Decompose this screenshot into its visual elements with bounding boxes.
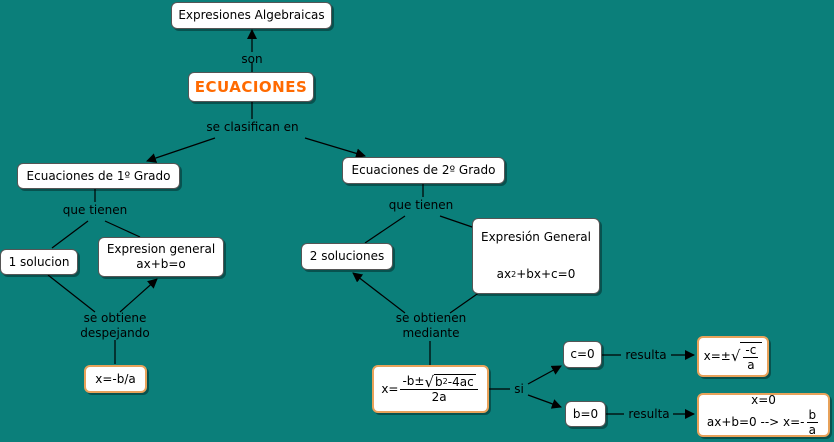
node-label: x=-b/a xyxy=(95,371,136,386)
node-2-soluciones: 2 soluciones xyxy=(301,243,393,270)
node-label: 2 soluciones xyxy=(309,249,385,263)
link-label-se-clasifican-en: se clasifican en xyxy=(195,120,310,135)
arrow-to-c0 xyxy=(527,365,562,385)
node-label: Ecuaciones de 2º Grado xyxy=(351,163,496,177)
formula-part: +bx+c=0 xyxy=(516,267,576,281)
link-label-que-tienen-1: que tienen xyxy=(55,203,135,218)
node-label-line2: ax2+bx+c=0 xyxy=(497,267,576,282)
node-label: c=0 xyxy=(570,347,595,361)
formula-fraction: -b±√b2-4ac 2a xyxy=(400,372,478,404)
link-label-que-tienen-2: que tienen xyxy=(381,198,461,213)
node-ecuaciones: ECUACIONES xyxy=(188,72,314,102)
formula-numerator: -b±√b2-4ac xyxy=(400,372,478,391)
node-expresion-general-1: Expresion general ax+b=o xyxy=(98,237,224,277)
link-text-line1: se obtienen xyxy=(395,311,467,325)
node-label-line1: Expresion general xyxy=(106,242,216,256)
link-label-se-obtiene-despejando: se obtiene despejando xyxy=(70,311,160,341)
formula-exponent: 2 xyxy=(511,270,517,279)
formula-denominator: 2a xyxy=(431,390,447,404)
node-ecuaciones-2-grado: Ecuaciones de 2º Grado xyxy=(342,157,505,184)
link-label-se-obtienen-mediante: se obtienen mediante xyxy=(383,311,479,341)
node-label: Expresiones Algebraicas xyxy=(178,8,325,22)
node-1-solucion: 1 solucion xyxy=(0,249,78,275)
node-ecuaciones-1-grado: Ecuaciones de 1º Grado xyxy=(17,163,180,189)
link-label-resulta-1: resulta xyxy=(620,348,672,363)
formula-prefix: x= xyxy=(381,381,399,396)
link-text: se clasifican en xyxy=(206,120,299,134)
node-b-equals-0: b=0 xyxy=(565,401,606,427)
link-text-line2: mediante xyxy=(402,326,460,340)
arrow-to-exp-general1 xyxy=(119,278,158,313)
node-expresiones-algebraicas: Expresiones Algebraicas xyxy=(171,2,332,29)
link-text: resulta xyxy=(628,407,670,421)
node-label: ECUACIONES xyxy=(194,77,308,96)
link-text-line1: se obtiene xyxy=(83,311,147,325)
node-label: Ecuaciones de 1º Grado xyxy=(26,168,171,183)
link-text: si xyxy=(514,382,524,396)
link-label-resulta-2: resulta xyxy=(623,407,675,422)
link-text: son xyxy=(241,52,263,66)
formula-part: ax xyxy=(496,267,512,281)
formula-numerator: -c xyxy=(743,342,759,358)
arrow-to-b0 xyxy=(527,394,562,409)
link-text: que tienen xyxy=(62,203,128,217)
node-x-equals-minus-b-over-a: x=-b/a xyxy=(84,365,147,393)
link-text: resulta xyxy=(625,348,667,362)
link-text-line2: despejando xyxy=(80,326,150,340)
link-text: que tienen xyxy=(388,198,454,212)
sqrt-symbol: √b2-4ac xyxy=(424,372,476,391)
formula-part: -b± xyxy=(402,374,425,388)
node-label: b=0 xyxy=(572,406,599,421)
formula-exponent: 2 xyxy=(442,377,448,386)
node-label-line2: ax+b=o xyxy=(136,257,186,271)
arrow-to-grado2 xyxy=(304,137,366,159)
node-label: 1 solucion xyxy=(8,254,70,269)
arrow-to-grado1 xyxy=(146,137,216,163)
node-c-equals-0: c=0 xyxy=(563,341,602,368)
node-expresion-general-2: Expresión General ax2+bx+c=0 xyxy=(472,218,600,294)
formula-denominator: a xyxy=(808,423,816,437)
formula-denominator: a xyxy=(747,357,755,372)
formula-part: b xyxy=(435,375,443,389)
node-quadratic-formula: x= -b±√b2-4ac 2a xyxy=(372,365,489,413)
formula-part: -4ac xyxy=(447,375,474,389)
arrow-to-2soluciones xyxy=(352,272,406,314)
node-label-line1: x=0 xyxy=(751,393,776,407)
formula-prefix: ax+b=0 --> x=- xyxy=(706,415,805,429)
formula-prefix: x=± xyxy=(703,349,731,363)
formula-numerator: b xyxy=(806,408,819,423)
link-label-son: son xyxy=(232,52,272,67)
node-label-line1: Expresión General xyxy=(481,230,591,244)
link-label-si: si xyxy=(510,382,528,397)
